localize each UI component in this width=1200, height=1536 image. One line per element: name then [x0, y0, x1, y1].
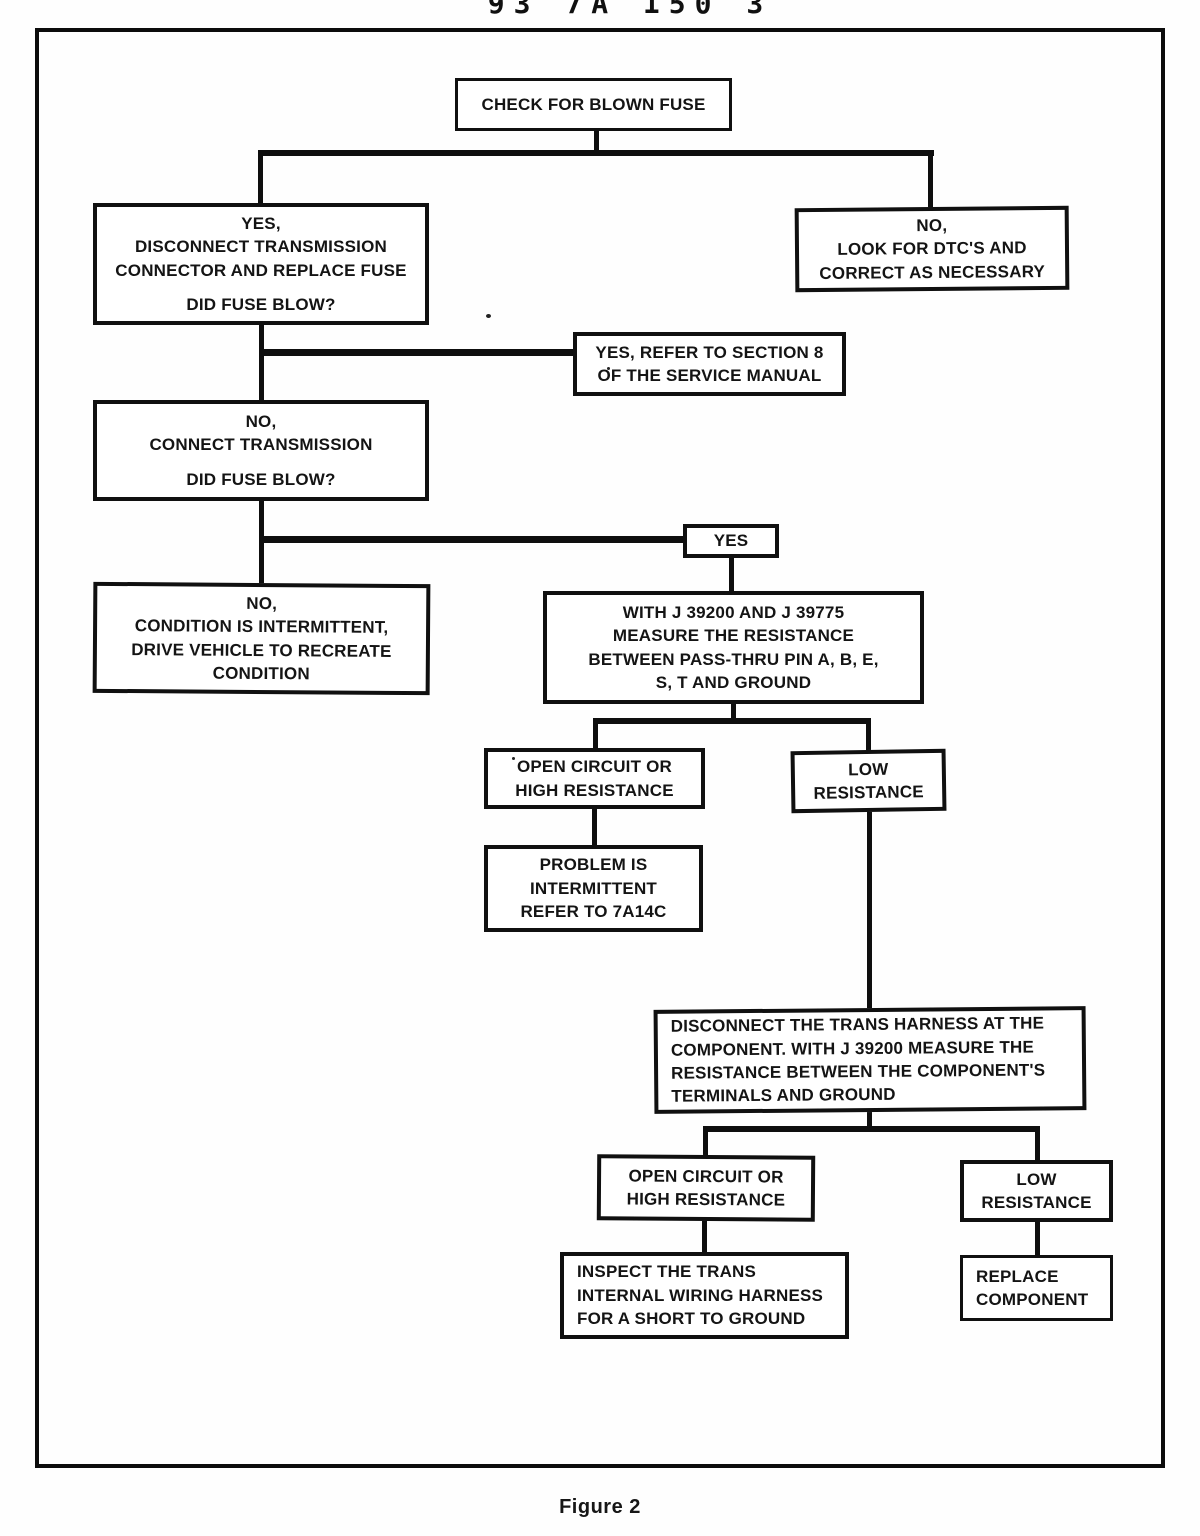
node-question: DID FUSE BLOW? — [186, 469, 336, 489]
node-text: CHECK FOR BLOWN FUSE — [481, 94, 706, 114]
connector-branch1 — [593, 718, 871, 724]
node-fuse-no-look-for-dtcs: NO, LOOK FOR DTC'S AND CORRECT AS NECESS… — [794, 205, 1070, 293]
connector-top-down — [594, 130, 599, 156]
connector-branch2 — [703, 1126, 1040, 1132]
connector-to-fuse-no — [928, 150, 933, 210]
node-open-circuit-high-resistance-2: OPEN CIRCUIT OR HIGH RESISTANCE — [596, 1154, 816, 1222]
connector-top-branch — [258, 150, 934, 156]
node-text: NO, CONDITION IS INTERMITTENT, DRIVE VEH… — [131, 593, 392, 684]
page-header-code-text: 93 7A 150 3 — [488, 0, 772, 15]
node-text: NO, LOOK FOR DTC'S AND CORRECT AS NECESS… — [819, 215, 1046, 283]
node-measure-resistance: WITH J 39200 AND J 39775 MEASURE THE RES… — [543, 591, 924, 704]
scan-speck — [512, 757, 515, 760]
node-text: YES, REFER TO SECTION 8 OF THE SERVICE M… — [595, 342, 824, 385]
node-inspect-internal-harness: INSPECT THE TRANS INTERNAL WIRING HARNES… — [560, 1252, 849, 1339]
node-question: DID FUSE BLOW? — [186, 294, 336, 314]
connector-fuse-yes-down — [259, 323, 264, 402]
connector-low1-down — [867, 810, 872, 1008]
node-text: DISCONNECT THE TRANS HARNESS AT THE COMP… — [670, 1013, 1046, 1107]
connector-yes-branch-down — [729, 557, 734, 593]
node-refer-section8: YES, REFER TO SECTION 8 OF THE SERVICE M… — [573, 332, 846, 396]
scan-speck — [486, 314, 491, 318]
node-disconnect-trans-harness: DISCONNECT THE TRANS HARNESS AT THE COMP… — [653, 1006, 1087, 1114]
node-text: INSPECT THE TRANS INTERNAL WIRING HARNES… — [577, 1262, 824, 1329]
node-text: LOW RESISTANCE — [981, 1169, 1092, 1212]
node-no-connect-transmission: NO, CONNECT TRANSMISSION DID FUSE BLOW? — [93, 400, 429, 501]
node-low-resistance-2: LOW RESISTANCE — [960, 1160, 1113, 1222]
page-header-code: 93 7A 150 3 — [440, 0, 820, 15]
diagram-border-frame — [35, 28, 1165, 1468]
connector-to-open1 — [593, 718, 598, 750]
connector-to-low1 — [866, 718, 871, 753]
connector-to-yes-branch — [259, 536, 684, 543]
node-replace-component: REPLACE COMPONENT — [960, 1255, 1113, 1321]
scan-speck — [607, 367, 610, 370]
connector-open1-down — [592, 807, 597, 847]
node-text: LOW RESISTANCE — [813, 759, 924, 803]
connector-measure-down — [731, 703, 736, 722]
connector-low2-down — [1035, 1221, 1040, 1257]
node-text: YES, DISCONNECT TRANSMISSION CONNECTOR A… — [115, 213, 407, 280]
node-open-circuit-high-resistance-1: OPEN CIRCUIT OR HIGH RESISTANCE — [484, 748, 705, 809]
node-problem-intermittent: PROBLEM IS INTERMITTENT REFER TO 7A14C — [484, 845, 703, 932]
node-text: OPEN CIRCUIT OR HIGH RESISTANCE — [515, 757, 674, 800]
node-condition-intermittent: NO, CONDITION IS INTERMITTENT, DRIVE VEH… — [92, 581, 431, 696]
node-text: WITH J 39200 AND J 39775 MEASURE THE RES… — [588, 602, 879, 692]
connector-to-section8 — [259, 349, 574, 356]
connector-to-fuse-yes — [258, 150, 263, 205]
connector-disconnect-down — [867, 1110, 872, 1130]
node-fuse-yes-disconnect: YES, DISCONNECT TRANSMISSION CONNECTOR A… — [93, 203, 429, 325]
node-text: REPLACE COMPONENT — [976, 1266, 1089, 1309]
node-text: PROBLEM IS INTERMITTENT REFER TO 7A14C — [520, 855, 667, 922]
connector-open2-down — [702, 1219, 707, 1254]
node-text: YES — [713, 531, 749, 551]
node-text: NO, CONNECT TRANSMISSION — [149, 411, 373, 455]
figure-caption: Figure 2 — [559, 1496, 641, 1518]
connector-to-open2 — [703, 1126, 708, 1157]
node-yes-branch: YES — [683, 524, 779, 558]
node-text: OPEN CIRCUIT OR HIGH RESISTANCE — [626, 1166, 786, 1210]
node-check-for-blown-fuse: CHECK FOR BLOWN FUSE — [455, 78, 732, 131]
connector-to-low2 — [1035, 1126, 1040, 1163]
node-low-resistance-1: LOW RESISTANCE — [790, 748, 947, 814]
